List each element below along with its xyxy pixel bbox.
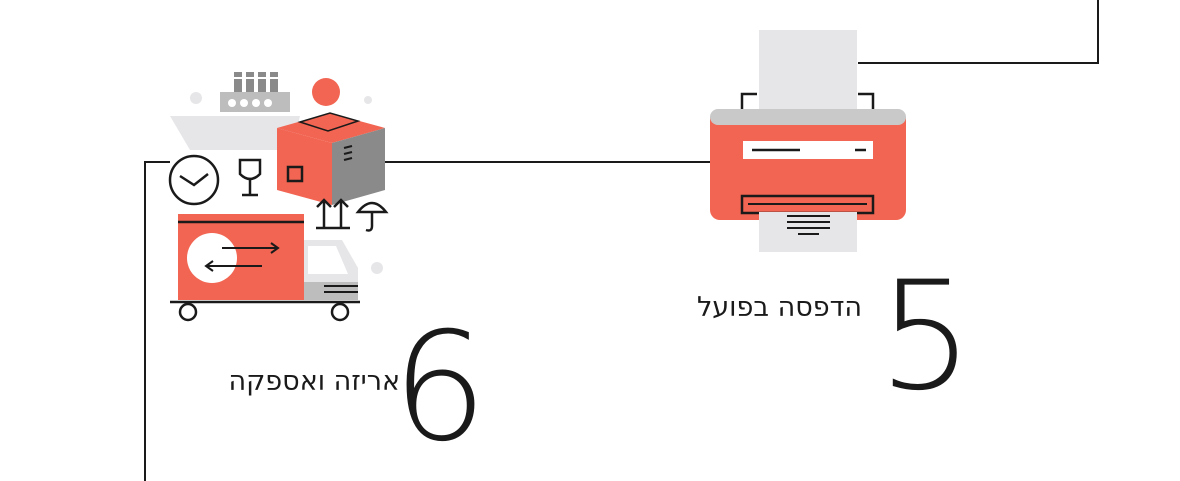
- keep-dry-umbrella-icon: [355, 201, 389, 232]
- printer-icon: [710, 30, 906, 252]
- connector-left-down: [144, 161, 170, 481]
- clock-icon: [168, 154, 220, 206]
- sun-dot: [312, 78, 340, 106]
- fragile-glass-icon: [238, 158, 262, 197]
- truck-icon: [170, 214, 360, 322]
- step-number-5: 5: [878, 250, 974, 424]
- step-label-packing-delivery: אריזה ואספקה: [228, 366, 400, 397]
- shipping-delivery-icon: [168, 72, 389, 322]
- this-side-up-icon: [316, 198, 350, 230]
- connector-lines: [144, 0, 1099, 481]
- ship-icon: [170, 72, 383, 274]
- step-number-6: 6: [392, 301, 488, 475]
- step-label-printing: הדפסה בפועל: [696, 292, 862, 323]
- connector-top-right: [858, 0, 1099, 64]
- box-icon: [277, 112, 385, 205]
